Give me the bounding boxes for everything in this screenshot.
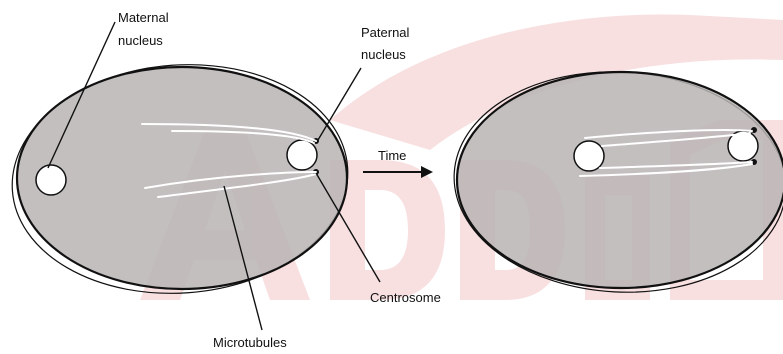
left-maternal-nucleus [36, 165, 66, 195]
right-cell-body [457, 72, 783, 288]
maternal-nucleus-label-line2: nucleus [118, 32, 163, 49]
microtubules-label: Microtubules [213, 334, 287, 351]
paternal-nucleus-label-line1: Paternal [361, 24, 409, 41]
maternal-nucleus-label-line1: Maternal [118, 9, 169, 26]
time-label: Time [378, 147, 406, 164]
paternal-nucleus-label-line2: nucleus [361, 46, 406, 63]
centrosome-label: Centrosome [370, 289, 441, 306]
left-cell [4, 54, 355, 305]
right-maternal-nucleus [574, 141, 604, 171]
left-paternal-nucleus [287, 140, 317, 170]
